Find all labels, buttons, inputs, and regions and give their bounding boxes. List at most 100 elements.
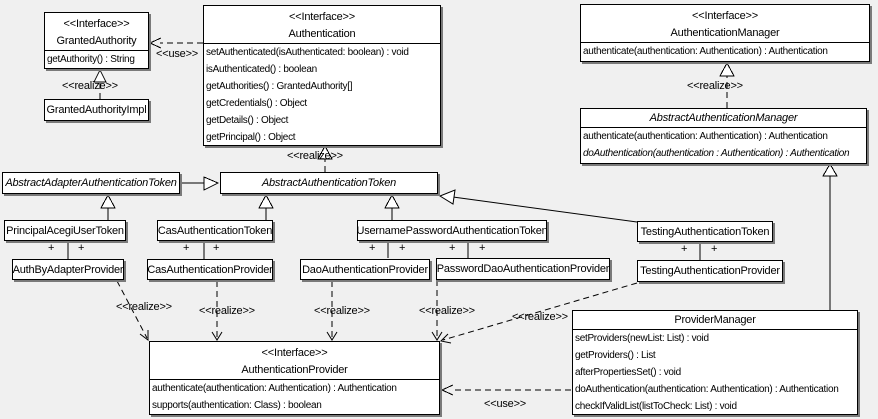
realize-label: <<realize>>: [512, 311, 568, 323]
class-name: AuthenticationProvider: [241, 364, 348, 376]
class-username-password-authentication-token: UsernamePasswordAuthenticationToken: [357, 220, 547, 241]
assoc-end-label: +: [479, 242, 486, 254]
class-authentication-provider: <<Interface>> AuthenticationProvider aut…: [149, 341, 440, 415]
assoc-end-label: +: [48, 242, 55, 254]
realize-label: <<realize>>: [116, 301, 172, 313]
edge-generalize-cas-token: [258, 193, 274, 220]
class-name: PrincipalAcegiUserToken: [6, 224, 124, 237]
class-name: AbstractAuthenticationToken: [261, 177, 397, 189]
class-abstract-adapter-authentication-token: AbstractAdapterAuthenticationToken: [2, 172, 180, 194]
edge-realize-passworddao-provider: [431, 280, 443, 341]
edge-realize-abstract-manager: [719, 61, 735, 108]
class-testing-authentication-token: TestingAuthenticationToken: [637, 221, 773, 242]
method-row: setProviders(newList: List) : void: [575, 333, 709, 344]
method-row: authenticate(authentication: Authenticat…: [583, 46, 828, 57]
edge-use-authentication-grantedauthority: [148, 37, 203, 49]
assoc-end-label: +: [711, 243, 718, 255]
edge-use-providermanager-authenticationprovider: [440, 384, 571, 396]
edge-realize-abstract-token: [317, 144, 333, 172]
class-title: <<Interface>> GrantedAuthority: [45, 13, 148, 50]
class-cas-authentication-provider: CasAuthenticationProvider: [147, 259, 273, 280]
compartment-divider: [573, 329, 857, 330]
class-principal-acegi-user-token: PrincipalAcegiUserToken: [4, 220, 126, 241]
realize-label: <<realize>>: [687, 80, 743, 92]
method-row: checkIfValidList(listToCheck: List) : vo…: [575, 401, 737, 412]
stereotype-label: <<Interface>>: [289, 11, 355, 23]
method-row: getAuthority() : String: [47, 54, 135, 65]
realize-label: <<realize>>: [419, 305, 475, 317]
class-title: AbstractAuthenticationManager: [581, 109, 866, 127]
edge-realize-cas-provider: [211, 281, 223, 341]
class-password-dao-authentication-provider: PasswordDaoAuthenticationProvider: [436, 258, 610, 280]
method-row: doAuthentication(authentication : Authen…: [583, 148, 850, 159]
stereotype-label: <<Interface>>: [261, 347, 328, 359]
class-name: GrantedAuthority: [56, 35, 137, 47]
class-name: GrantedAuthorityImpl: [46, 104, 147, 116]
edge-realize-testing-provider: [439, 282, 638, 344]
class-title: <<Interface>> AuthenticationManager: [581, 5, 869, 42]
class-title: ProviderManager: [573, 311, 857, 329]
edge-generalize-testing-token: [438, 189, 638, 223]
edge-realize-authbyadapter-provider: [116, 280, 149, 341]
assoc-end-label: +: [399, 242, 406, 254]
compartment-divider: [581, 127, 866, 128]
stereotype-label: <<Interface>>: [63, 18, 130, 30]
compartment-divider: [150, 379, 439, 380]
assoc-end-label: +: [78, 242, 85, 254]
edge-realize-dao-provider: [326, 281, 338, 341]
method-row: getDetails() : Object: [206, 115, 289, 126]
class-authentication: <<Interface>> Authentication setAuthenti…: [203, 5, 441, 146]
class-provider-manager: ProviderManager setProviders(newList: Li…: [572, 310, 858, 415]
assoc-end-label: +: [681, 243, 688, 255]
method-row: authenticate(authentication: Authenticat…: [583, 131, 828, 142]
assoc-end-label: +: [183, 242, 190, 254]
method-row: setAuthenticated(isAuthenticated: boolea…: [206, 47, 409, 58]
class-dao-authentication-provider: DaoAuthenticationProvider: [300, 259, 430, 280]
realize-label: <<realize>>: [314, 305, 370, 317]
compartment-divider: [204, 43, 440, 44]
class-name: TestingAuthenticationToken: [640, 225, 770, 238]
class-granted-authority-impl: GrantedAuthorityImpl: [44, 99, 149, 121]
class-name: AbstractAdapterAuthenticationToken: [5, 177, 177, 189]
class-name: PasswordDaoAuthenticationProvider: [436, 263, 610, 275]
use-label: <<use>>: [484, 398, 527, 410]
class-name: DaoAuthenticationProvider: [302, 263, 428, 276]
class-cas-authentication-token: CasAuthenticationToken: [157, 220, 273, 241]
class-title: <<Interface>> AuthenticationProvider: [150, 342, 439, 379]
use-label: <<use>>: [156, 48, 199, 60]
method-row: authenticate(authentication: Authenticat…: [152, 383, 397, 394]
class-auth-by-adapter-provider: AuthByAdapterProvider: [12, 259, 124, 280]
class-name: CasAuthenticationProvider: [147, 263, 273, 276]
class-abstract-authentication-token: AbstractAuthenticationToken: [220, 172, 438, 194]
class-granted-authority: <<Interface>> GrantedAuthority getAuthor…: [44, 12, 149, 69]
class-name: UsernamePasswordAuthenticationToken: [357, 224, 547, 237]
edge-generalize-adapter-token: [180, 176, 220, 191]
class-title: <<Interface>> Authentication: [204, 6, 440, 43]
assoc-end-label: +: [213, 242, 220, 254]
method-row: getCredentials() : Object: [206, 98, 307, 109]
class-name: AbstractAuthenticationManager: [649, 112, 798, 124]
class-abstract-authentication-manager: AbstractAuthenticationManager authentica…: [580, 108, 867, 164]
method-row: afterPropertiesSet() : void: [575, 367, 681, 378]
edge-generalize-usernamepassword-token: [384, 193, 400, 220]
class-name: CasAuthenticationToken: [157, 224, 273, 237]
assoc-end-label: +: [449, 242, 456, 254]
class-name: AuthenticationManager: [670, 27, 780, 39]
realize-label: <<realize>>: [199, 305, 255, 317]
edge-realize-granted-authority-impl: [93, 68, 107, 99]
assoc-end-label: +: [369, 242, 376, 254]
realize-label: <<realize>>: [287, 150, 343, 162]
edge-generalize-principal-token: [100, 193, 116, 220]
method-row: supports(authentication: Class) : boolea…: [152, 400, 322, 411]
stereotype-label: <<Interface>>: [692, 10, 758, 22]
edge-generalize-provider-manager: [822, 163, 838, 310]
class-testing-authentication-provider: TestingAuthenticationProvider: [637, 260, 783, 282]
method-row: isAuthenticated() : boolean: [206, 64, 317, 75]
method-row: getProviders() : List: [575, 350, 656, 361]
class-name: TestingAuthenticationProvider: [640, 265, 780, 277]
method-row: getPrincipal() : Object: [206, 132, 296, 143]
class-name: ProviderManager: [674, 314, 756, 326]
realize-label: <<realize>>: [62, 80, 118, 92]
